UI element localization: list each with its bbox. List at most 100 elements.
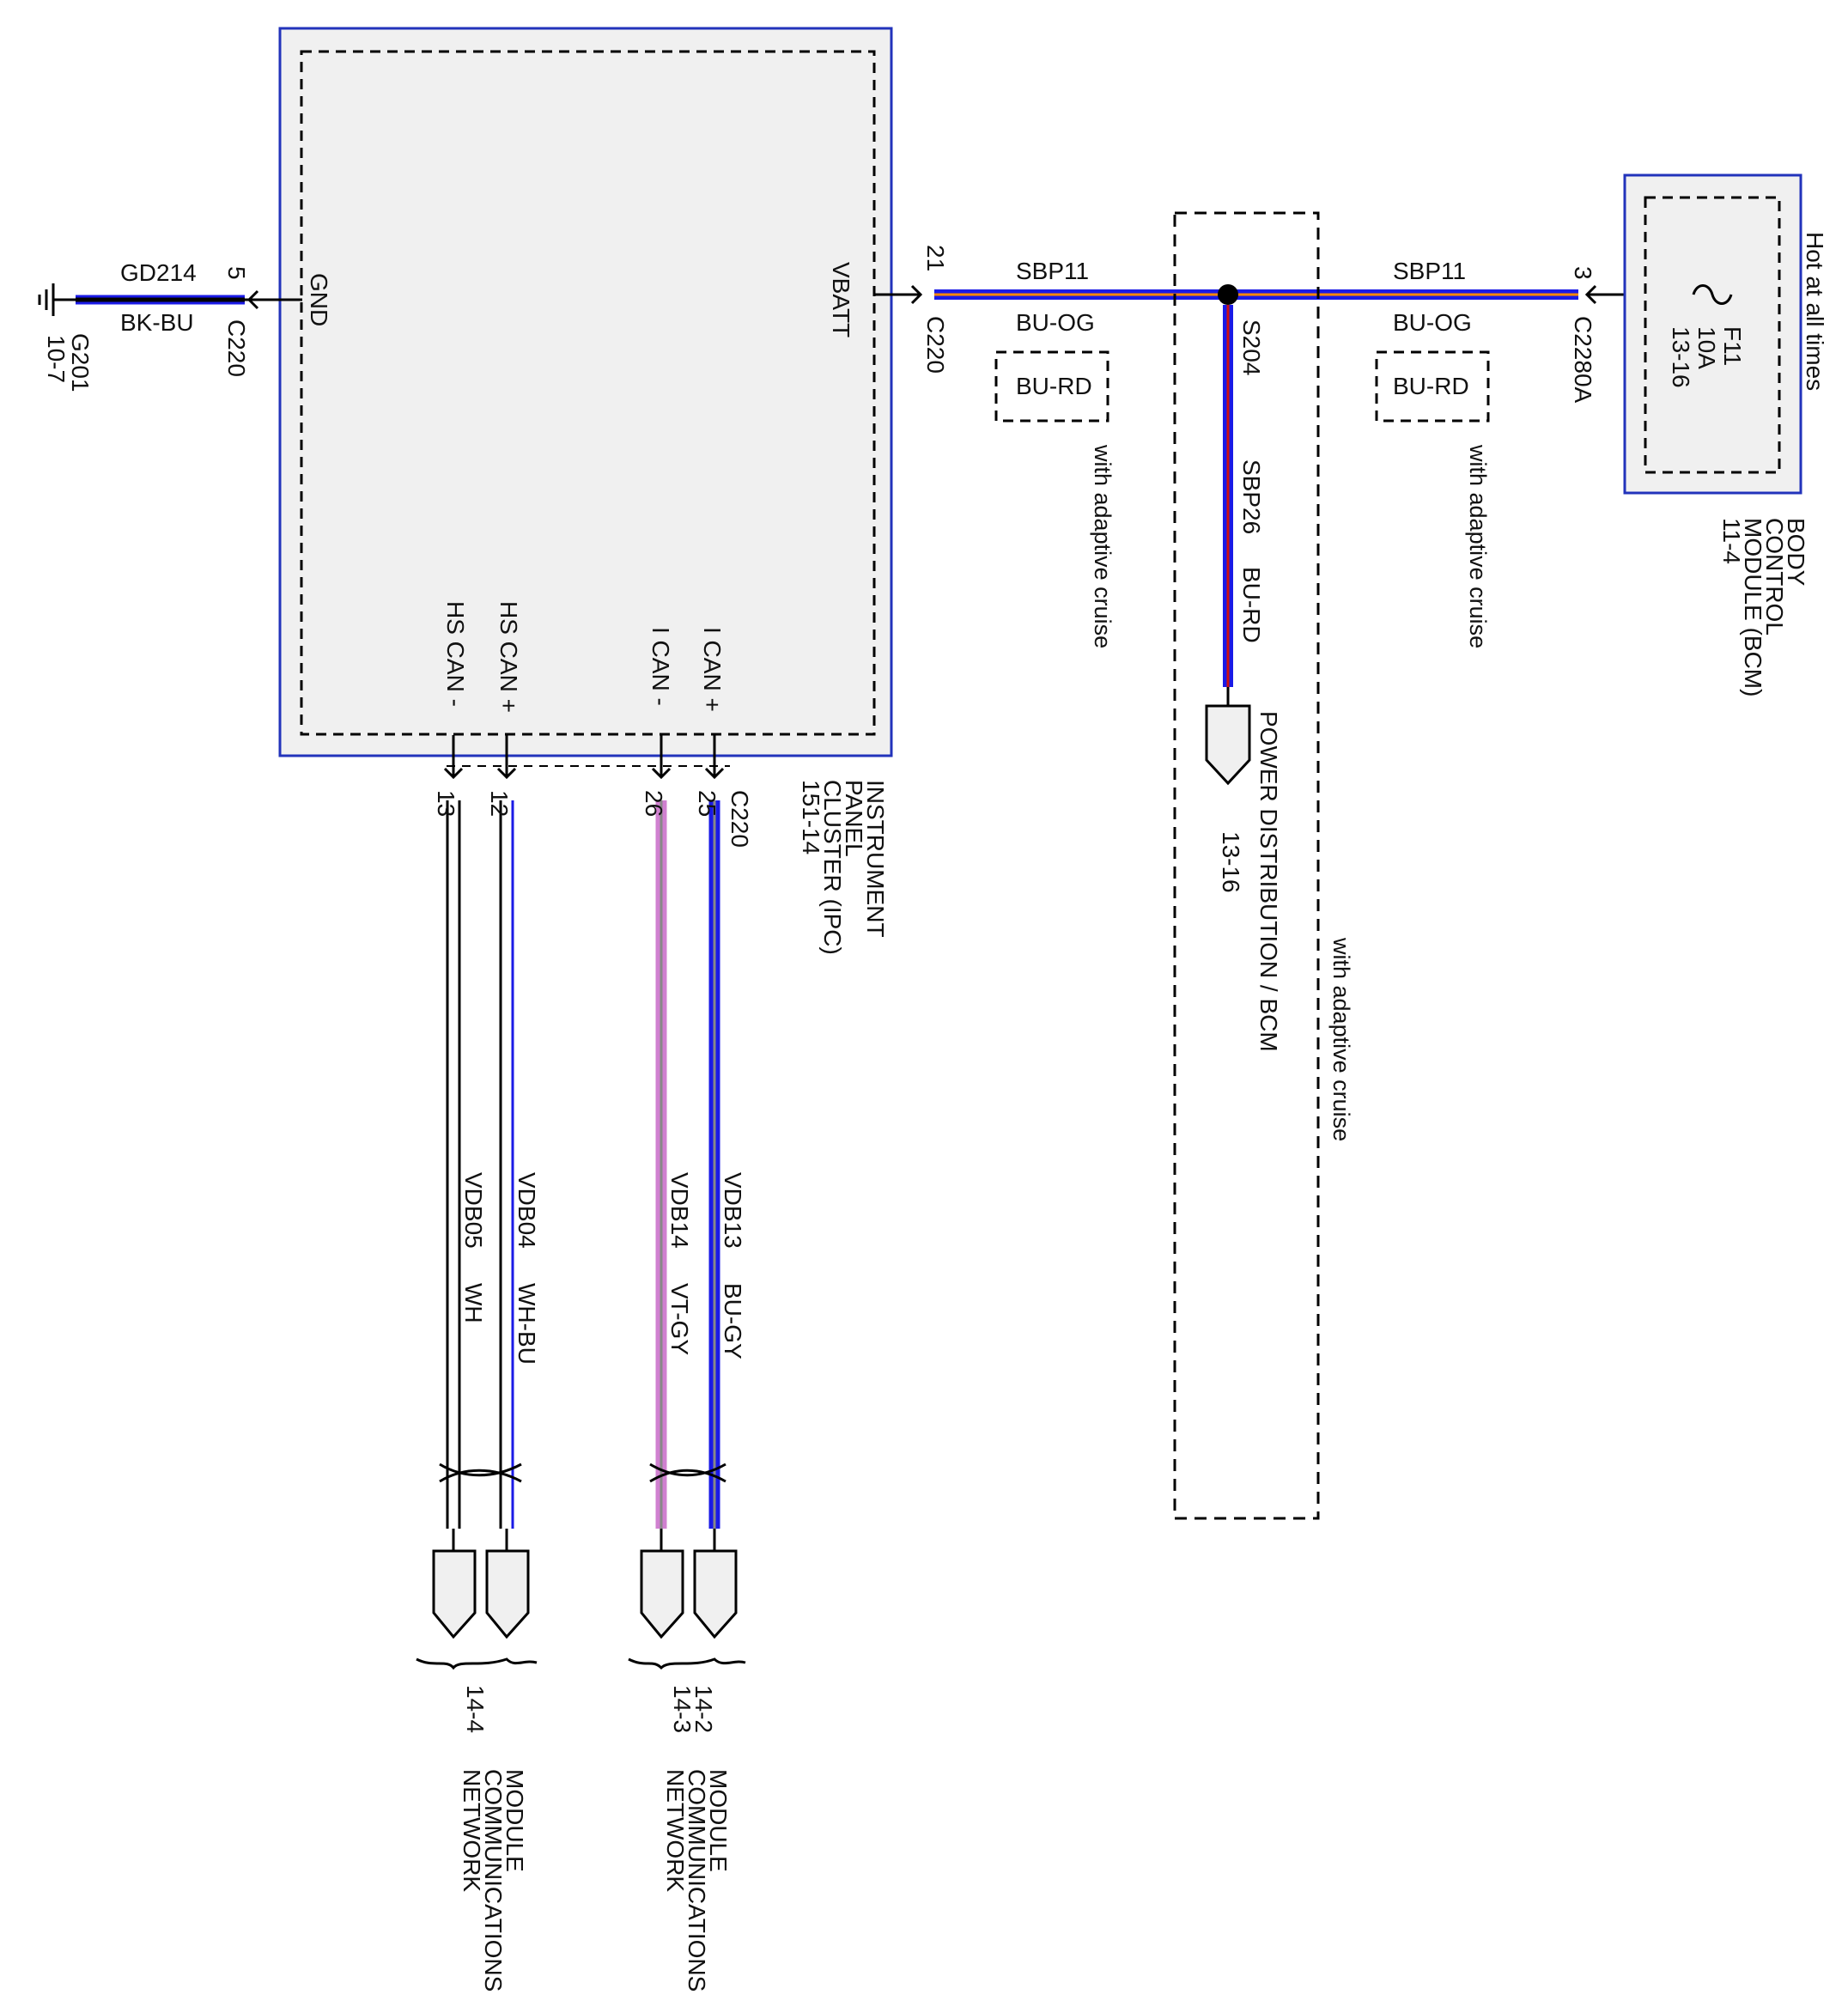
power-left-connector: C220 xyxy=(922,316,949,374)
power-right-connector: C2280A xyxy=(1570,316,1596,404)
ground-page-ref: 10-7 xyxy=(43,335,70,383)
alt-color-label-left: BU-RD xyxy=(1016,373,1092,399)
ipc-inner-boundary xyxy=(300,50,876,736)
vdb05-color: WH xyxy=(460,1283,487,1323)
ipc-name-line: PANEL xyxy=(841,780,867,857)
group-brace-icon xyxy=(628,1657,746,1670)
power-distribution-ref: 13-16 xyxy=(1218,831,1244,893)
sbp26-color-label: BU-RD xyxy=(1238,567,1265,643)
power-right-connector-arrow xyxy=(1584,284,1597,305)
option-note-right: with adaptive cruise xyxy=(1465,444,1491,648)
bcm-inner-boundary xyxy=(1644,196,1781,474)
twisted-pair-icon xyxy=(439,1463,522,1483)
ipc-pin-hs-can-plus: HS CAN + xyxy=(495,601,522,713)
network-dest-name-left: MODULECOMMUNICATIONSNETWORK xyxy=(459,1769,528,1992)
hot-at-all-times-label: Hot at all times xyxy=(1802,232,1828,391)
dest-name-left-line: COMMUNICATIONS xyxy=(480,1769,507,1992)
fuse-icon xyxy=(1692,284,1733,305)
vdb05-circuit: VDB05 xyxy=(460,1172,487,1249)
power-distribution-connector-icon xyxy=(1205,704,1251,786)
network-dest-ref-left: 14-4 xyxy=(462,1685,489,1733)
ipc-body xyxy=(278,27,893,757)
vdb14-pin: 26 xyxy=(641,790,667,817)
ipc-pin-vbatt: VBATT xyxy=(828,262,854,338)
network-connector-label: C220 xyxy=(726,790,753,848)
network-connector-arrow xyxy=(496,767,517,780)
group-brace-icon xyxy=(416,1657,538,1670)
fuse-rating: 10A xyxy=(1693,326,1720,369)
ipc-name-line: CLUSTER (IPC) xyxy=(819,780,846,955)
dest-name-right-line: MODULE xyxy=(705,1769,732,1872)
dest-name-left-line: NETWORK xyxy=(459,1769,485,1892)
ipc-pin-hs-can-minus: HS CAN - xyxy=(442,601,469,707)
network-wires xyxy=(416,735,746,1670)
dest-name-left-line: MODULE xyxy=(502,1769,528,1872)
dest-name-right-line: COMMUNICATIONS xyxy=(684,1769,710,1992)
power-distribution-label: POWER DISTRIBUTION / BCM xyxy=(1255,711,1282,1052)
ground-connector-label: C220 xyxy=(223,319,250,377)
fuse-ref: 13-16 xyxy=(1668,326,1694,388)
ipc-name-line: 151-14 xyxy=(798,780,824,854)
sbp26-circuit-label: SBP26 xyxy=(1238,459,1265,534)
ground-pin-label: 5 xyxy=(223,266,250,280)
sbp11-color-left: BU-OG xyxy=(1016,309,1095,336)
bcm-name-label: BODYCONTROLMODULE (BCM)11-4 xyxy=(1718,518,1809,696)
network-connector-arrow xyxy=(704,767,725,780)
network-dest-name-right: MODULECOMMUNICATIONSNETWORK xyxy=(662,1769,732,1992)
twisted-pair-icon xyxy=(649,1463,726,1483)
vdb13-circuit: VDB13 xyxy=(720,1172,746,1249)
vdb04-pin: 12 xyxy=(486,790,513,817)
network-connector-arrow xyxy=(651,767,672,780)
dest-right-refs-line: 14-3 xyxy=(669,1685,696,1733)
power-left-connector-arrow xyxy=(910,284,923,305)
vdb13-color: BU-GY xyxy=(720,1283,746,1359)
ipc-name-line: INSTRUMENT xyxy=(862,780,889,938)
sbp11-color-right: BU-OG xyxy=(1393,309,1472,336)
dest-right-refs-line: 14-2 xyxy=(690,1685,717,1733)
ground-connector-arrow xyxy=(247,289,259,310)
vdb05-pin: 13 xyxy=(433,790,459,817)
adaptive-cruise-region xyxy=(1173,211,1320,1520)
ground-circuit xyxy=(38,283,302,316)
bcm-name-line: BODY xyxy=(1783,518,1809,587)
ipc-pin-i-can-plus: I CAN + xyxy=(699,627,726,712)
network-dest-connector-icon xyxy=(485,1549,530,1639)
power-right-pin: 3 xyxy=(1570,266,1596,280)
alt-color-label-right: BU-RD xyxy=(1393,373,1469,399)
sbp11-circuit-right: SBP11 xyxy=(1393,258,1466,284)
bcm-body xyxy=(1623,173,1802,495)
vdb04-color: WH-BU xyxy=(514,1283,540,1365)
ground-symbol-icon xyxy=(38,283,76,316)
fuse-label: F11 xyxy=(1719,326,1746,366)
network-connector-arrow xyxy=(443,767,464,780)
power-left-pin: 21 xyxy=(922,245,949,271)
vdb14-color: VT-GY xyxy=(666,1283,693,1355)
option-note-region: with adaptive cruise xyxy=(1328,937,1354,1141)
dest-name-right-line: NETWORK xyxy=(662,1769,689,1892)
vdb04-circuit: VDB04 xyxy=(514,1172,540,1249)
bcm-name-line: CONTROL xyxy=(1761,518,1788,636)
network-dest-connector-icon xyxy=(640,1549,684,1639)
network-dest-ref-right: 14-214-3 xyxy=(669,1685,717,1733)
power-circuit xyxy=(874,284,1735,786)
ipc-module xyxy=(278,27,893,757)
vdb14-circuit: VDB14 xyxy=(666,1172,693,1249)
ground-color-label: BK-BU xyxy=(120,309,194,336)
bcm-name-line: 11-4 xyxy=(1718,518,1745,564)
alt-color-box-right xyxy=(1375,350,1490,423)
vdb13-pin: 25 xyxy=(694,790,720,817)
sbp11-circuit-left: SBP11 xyxy=(1016,258,1089,284)
ground-circuit-label: GD214 xyxy=(120,259,197,286)
ground-id-label: G201 xyxy=(67,333,94,392)
ipc-name-label: INSTRUMENTPANELCLUSTER (IPC)151-14 xyxy=(798,780,889,955)
ipc-pin-i-can-minus: I CAN - xyxy=(647,627,674,706)
option-note-left: with adaptive cruise xyxy=(1090,444,1115,648)
alt-color-box-left xyxy=(994,350,1109,423)
network-dest-connector-icon xyxy=(693,1549,738,1639)
ipc-pin-gnd: GND xyxy=(306,273,332,326)
network-dest-connector-icon xyxy=(432,1549,477,1639)
bcm-name-line: MODULE (BCM) xyxy=(1740,518,1766,696)
bcm-module xyxy=(1623,173,1802,495)
splice-s204-dot xyxy=(1218,284,1238,305)
